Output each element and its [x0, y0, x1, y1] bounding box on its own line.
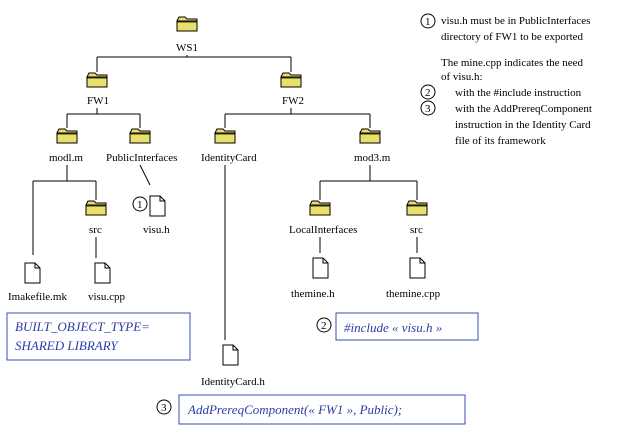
visu-cpp-label: visu.cpp: [88, 291, 125, 303]
prereq-box: [178, 394, 466, 425]
src3-folder-icon[interactable]: [406, 200, 428, 216]
themine-h-label: themine.h: [291, 288, 335, 300]
include-box: [335, 312, 479, 341]
note1-marker: [420, 13, 436, 29]
mod3-folder-icon[interactable]: [359, 128, 381, 144]
src3-label: src: [410, 224, 423, 236]
note3-number: 3: [425, 103, 431, 115]
tree-connectors: [32, 55, 418, 340]
include-text: #include « visu.h »: [344, 320, 442, 335]
prereq-marker-number: 3: [161, 402, 167, 414]
public-interfaces-folder-icon[interactable]: [129, 128, 151, 144]
ws1-folder-icon[interactable]: [176, 16, 198, 32]
prereq-marker: [156, 399, 172, 415]
identity-card-h-label: IdentityCard.h: [201, 376, 265, 388]
modl-folder-icon[interactable]: [56, 128, 78, 144]
visu-h-file-icon[interactable]: [149, 195, 166, 217]
note1-line2: directory of FW1 to be exported: [441, 31, 584, 43]
intro-line2: of visu.h:: [441, 71, 483, 83]
identity-card-label: IdentityCard: [201, 152, 257, 164]
note2-marker: [420, 84, 436, 100]
fw1-label: FW1: [87, 95, 109, 107]
identity-card-folder-icon[interactable]: [214, 128, 236, 144]
themine-cpp-file-icon[interactable]: [409, 257, 426, 279]
prereq-text: AddPrereqComponent(« FW1 », Public);: [187, 402, 402, 417]
local-interfaces-label: LocalInterfaces: [289, 224, 357, 236]
note1-line1: visu.h must be in PublicInterfaces: [441, 15, 590, 27]
visu-h-label: visu.h: [143, 224, 170, 236]
src1-label: src: [89, 224, 102, 236]
identity-card-h-file-icon[interactable]: [222, 344, 239, 366]
imakefile-label: Imakefile.mk: [8, 291, 67, 303]
ws1-label: WS1: [176, 42, 198, 54]
built-object-type-box: [6, 312, 191, 361]
fw2-folder-icon[interactable]: [280, 72, 302, 88]
visu-callout-number: 1: [137, 199, 143, 211]
built-object-type-line2: SHARED LIBRARY: [15, 338, 119, 353]
fw2-label: FW2: [282, 95, 304, 107]
themine-cpp-label: themine.cpp: [386, 288, 441, 300]
imakefile-file-icon[interactable]: [24, 262, 41, 284]
visu-callout-marker: [132, 196, 148, 212]
note2-number: 2: [425, 87, 431, 99]
local-interfaces-folder-icon[interactable]: [309, 200, 331, 216]
public-interfaces-label: PublicInterfaces: [106, 152, 177, 164]
built-object-type-line1: BUILT_OBJECT_TYPE=: [15, 319, 150, 334]
note3-marker: [420, 100, 436, 116]
include-marker: [316, 317, 332, 333]
mod3-label: mod3.m: [354, 152, 391, 164]
themine-h-file-icon[interactable]: [312, 257, 329, 279]
note3-line3: file of its framework: [455, 135, 546, 147]
visu-cpp-file-icon[interactable]: [94, 262, 111, 284]
note3-line1: with the AddPrereqComponent: [455, 103, 592, 115]
intro-line1: The mine.cpp indicates the need: [441, 57, 584, 69]
include-marker-number: 2: [321, 320, 327, 332]
modl-label: modl.m: [49, 152, 83, 164]
src1-folder-icon[interactable]: [85, 200, 107, 216]
note2-line1: with the #include instruction: [455, 87, 582, 99]
fw1-folder-icon[interactable]: [86, 72, 108, 88]
note1-number: 1: [425, 16, 431, 28]
note3-line2: instruction in the Identity Card: [455, 119, 591, 131]
